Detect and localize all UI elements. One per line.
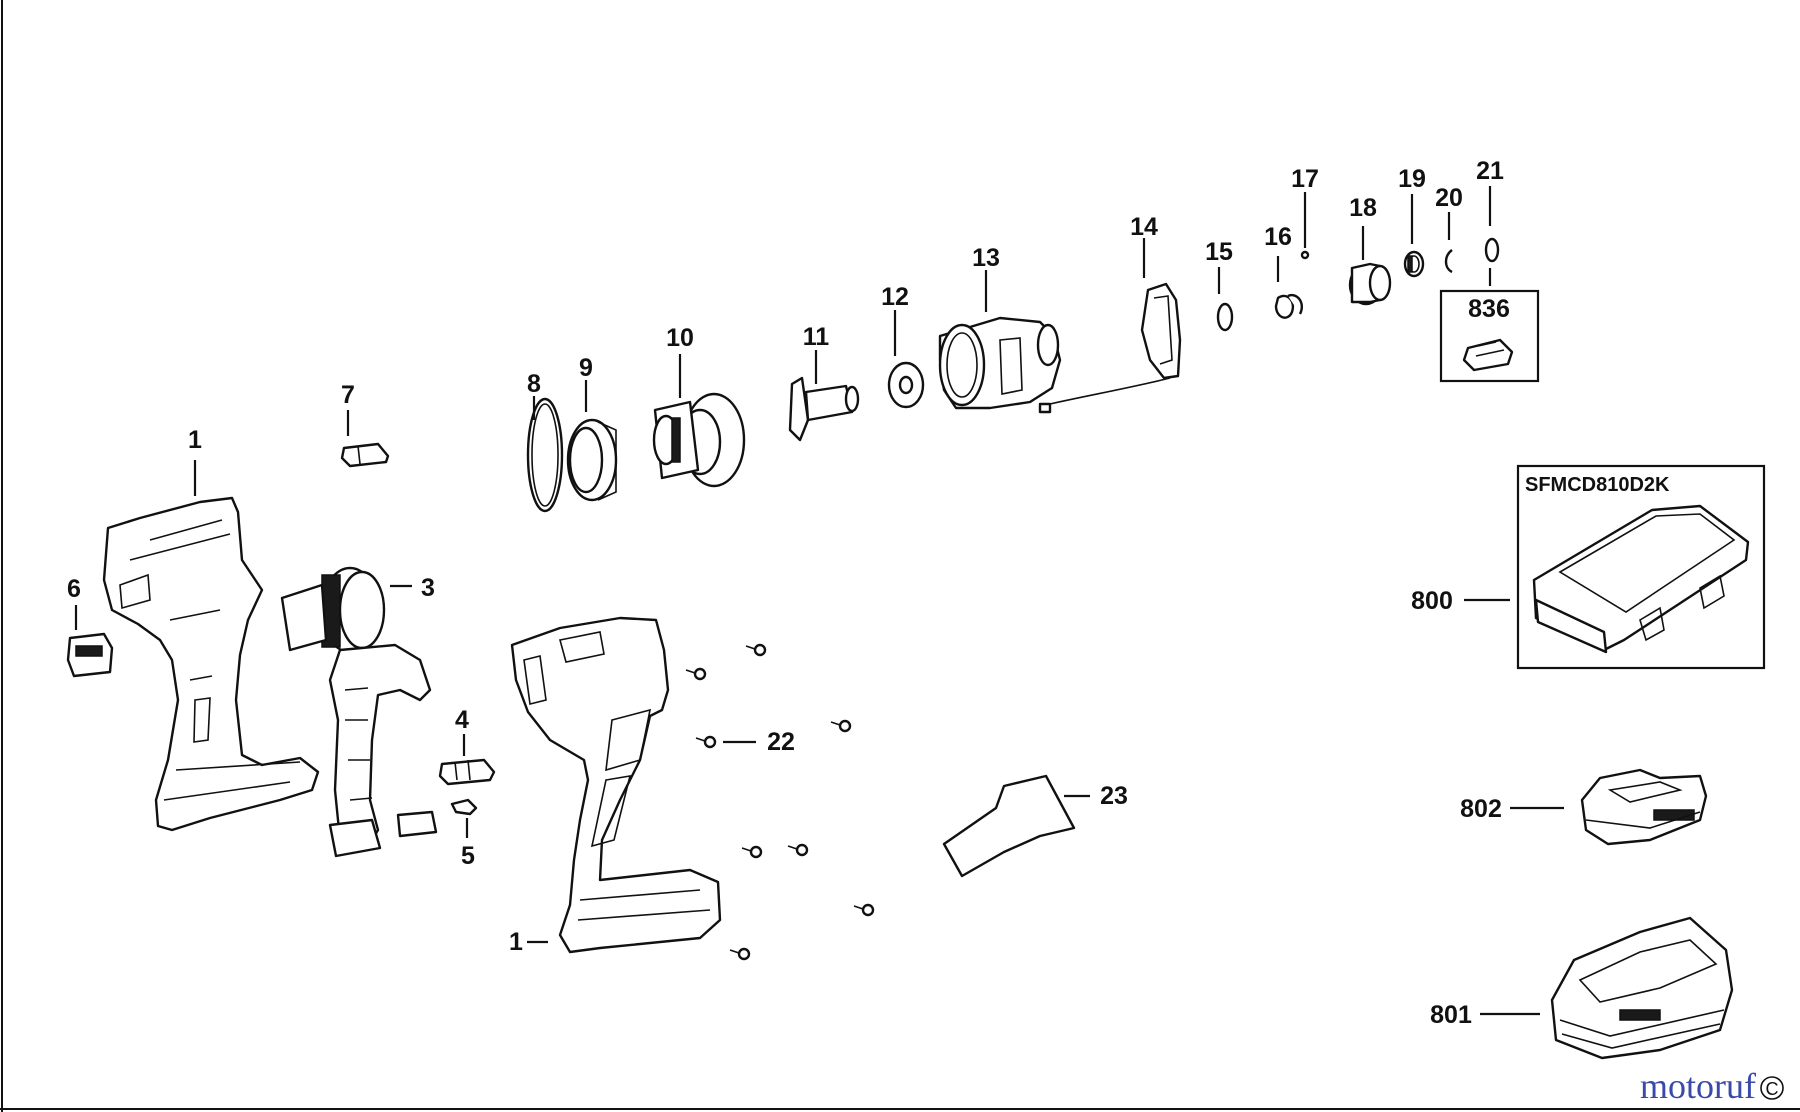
- part-17-ball: [1300, 250, 1310, 260]
- label-21: 21: [1476, 157, 1504, 185]
- label-17: 17: [1291, 165, 1319, 193]
- label-6: 6: [67, 575, 81, 603]
- part-8-o-ring: [526, 397, 564, 513]
- part-9-ring-gear: [566, 418, 618, 502]
- label-836: 836: [1468, 295, 1510, 323]
- label-16: 16: [1264, 223, 1292, 251]
- part-10-planetary-gearset: [652, 392, 746, 488]
- part-5-spring: [450, 798, 478, 816]
- part-7-clip: [340, 442, 390, 468]
- part-13-gear-case: [938, 316, 1062, 410]
- part-16-spring-clip: [1274, 293, 1303, 319]
- kit-box: [1516, 464, 1766, 670]
- label-15: 15: [1205, 238, 1233, 266]
- label-7: 7: [341, 381, 355, 409]
- part-18-collar: [1348, 262, 1392, 306]
- label-4: 4: [455, 706, 469, 734]
- part-23-label: [942, 774, 1076, 878]
- leader-lines: [74, 186, 1564, 1016]
- label-800: 800: [1411, 587, 1453, 615]
- label-8: 8: [527, 370, 541, 398]
- label-12: 12: [881, 283, 909, 311]
- label-1-upper: 1: [188, 426, 202, 454]
- label-18: 18: [1349, 194, 1377, 222]
- housing-right-half: [510, 616, 722, 954]
- part-14-led-ring: [1038, 282, 1182, 414]
- label-11: 11: [803, 323, 830, 351]
- part-4-clip: [438, 758, 496, 786]
- part-836-box: [1439, 289, 1540, 383]
- label-14: 14: [1130, 213, 1158, 241]
- kit-label: SFMCD810D2K: [1525, 474, 1670, 496]
- label-19: 19: [1398, 165, 1426, 193]
- label-802: 802: [1460, 795, 1502, 823]
- part-labels: 1 3 4 5 6 7 8 9 10 11 12 13 14 15 16 17 …: [67, 157, 1670, 1029]
- label-9: 9: [579, 354, 593, 382]
- corner-badge-circle: [1760, 1076, 1784, 1100]
- watermark: motoruf: [1640, 1066, 1756, 1106]
- label-22: 22: [767, 728, 795, 756]
- part-12-washer: [887, 361, 925, 409]
- label-1-lower: 1: [509, 928, 523, 956]
- housing-left-half: [102, 496, 320, 832]
- part-20-retaining-ring: [1444, 249, 1453, 274]
- battery-pack: [1580, 768, 1708, 846]
- screws-set: [685, 643, 875, 961]
- label-801: 801: [1430, 1001, 1472, 1029]
- part-15-snap-ring: [1216, 302, 1234, 332]
- label-13: 13: [972, 244, 1000, 272]
- carry-case: [1532, 504, 1750, 654]
- label-10: 10: [666, 324, 694, 352]
- label-23: 23: [1100, 782, 1128, 810]
- part-836-clip: [1462, 338, 1514, 372]
- label-5: 5: [461, 842, 475, 870]
- part-6-badge: [66, 632, 114, 678]
- corner-badge: C: [1766, 1079, 1779, 1099]
- part-11-spindle: [788, 376, 860, 442]
- part-21-spring: [1484, 237, 1500, 263]
- label-20: 20: [1435, 184, 1463, 212]
- battery-charger: [1550, 916, 1734, 1060]
- label-3: 3: [421, 574, 435, 602]
- motor-switch-assembly: [280, 566, 438, 858]
- part-19-sleeve: [1403, 250, 1425, 278]
